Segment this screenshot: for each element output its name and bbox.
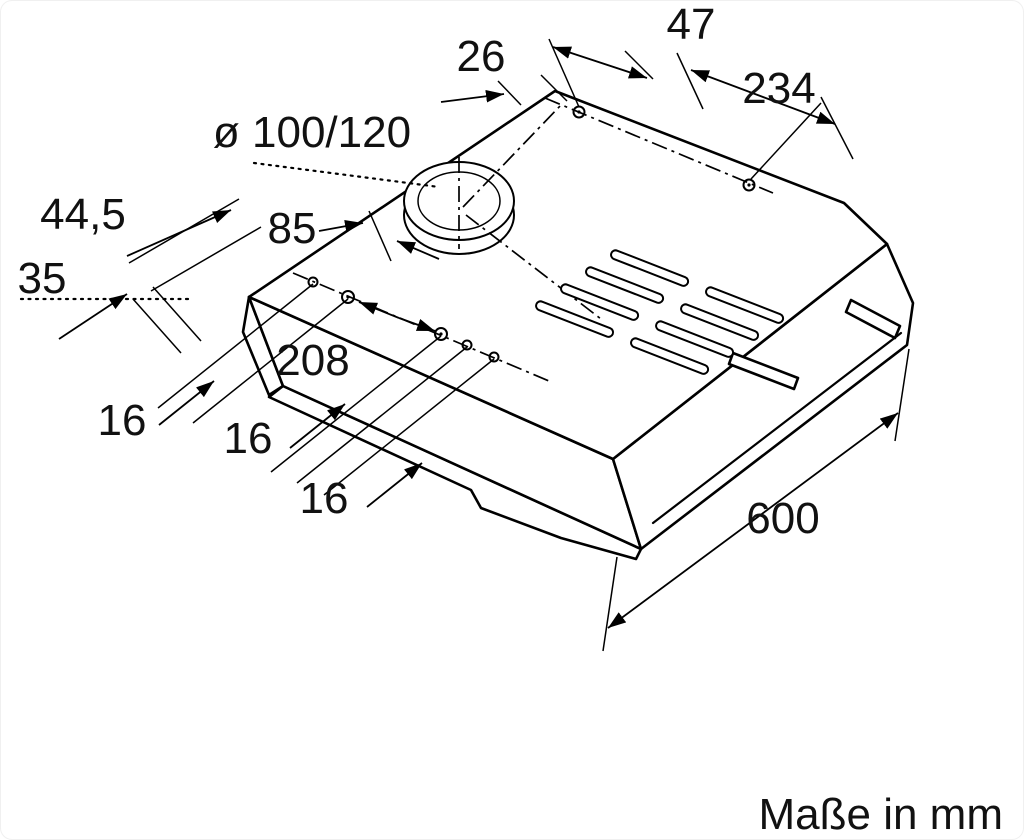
- dim-label-47: 47: [667, 1, 716, 49]
- dim-arrow-85-right: [396, 240, 440, 260]
- dimension-arrows: [58, 46, 899, 629]
- extension-lines: [128, 38, 910, 652]
- dim-label-diameter: ø 100/120: [213, 108, 411, 157]
- dim-label-234: 234: [742, 64, 815, 113]
- dim-arrow-47: [552, 46, 648, 79]
- vent-louvers: [535, 249, 785, 375]
- dim-label-208: 208: [276, 336, 349, 385]
- dim-arrow-26: [440, 90, 505, 103]
- louver-slat: [560, 283, 640, 321]
- extension-line: [157, 283, 314, 409]
- louver-slat: [655, 320, 735, 358]
- dim-arrow-85-left: [318, 220, 364, 233]
- extension-line: [894, 348, 910, 442]
- hood-body: [241, 89, 915, 561]
- louver-slat: [705, 286, 785, 324]
- dim-arrow-35: [58, 293, 128, 340]
- louver-slat: [680, 303, 760, 341]
- louver-slat: [535, 300, 615, 338]
- dim-arrow-600: [607, 412, 899, 629]
- top-face: [247, 89, 889, 461]
- extension-line: [602, 556, 618, 652]
- louver-slat: [585, 266, 665, 304]
- extension-line: [192, 298, 349, 424]
- extension-line: [270, 335, 442, 473]
- control-switch-panel: [727, 351, 800, 391]
- extension-line: [368, 210, 392, 262]
- dim-label-16b: 16: [224, 414, 273, 463]
- dim-arrow-16b: [289, 403, 346, 449]
- louver-slat: [630, 337, 710, 375]
- dim-label-600: 600: [746, 494, 819, 543]
- centerline: [544, 97, 774, 194]
- extension-line: [296, 346, 468, 484]
- extension-line: [132, 298, 182, 354]
- dim-arrow-234: [690, 69, 836, 125]
- units-note: Maße in mm: [759, 790, 1003, 839]
- extension-line: [323, 358, 495, 496]
- dim-arrow-208-right: [398, 317, 436, 332]
- dim-label-16a: 16: [98, 396, 147, 445]
- extension-line: [540, 74, 568, 102]
- extension-line: [152, 286, 202, 342]
- keyhole-center: [747, 183, 751, 187]
- diameter-leader-line: [252, 161, 441, 189]
- dim-arrow-16a: [158, 380, 215, 426]
- extension-line: [497, 80, 522, 106]
- louver-slat: [610, 249, 690, 287]
- dim-label-85: 85: [268, 204, 317, 253]
- dim-label-16c: 16: [300, 474, 349, 523]
- extension-line: [820, 96, 854, 160]
- dim-label-26: 26: [457, 32, 506, 81]
- dim-arrow-16c: [366, 462, 423, 508]
- centerline: [462, 104, 562, 208]
- dim-arrow-44-5: [126, 209, 232, 257]
- dim-label-35: 35: [18, 254, 67, 303]
- dim-label-44-5: 44,5: [40, 190, 126, 239]
- extension-line: [676, 52, 704, 110]
- dimension-labels: 47 26 234 ø 100/120 44,5 85 35 208 16 16…: [18, 1, 820, 543]
- handle-bar: [844, 298, 902, 340]
- dim-arrow-208-left: [358, 301, 400, 319]
- extension-line: [150, 226, 262, 292]
